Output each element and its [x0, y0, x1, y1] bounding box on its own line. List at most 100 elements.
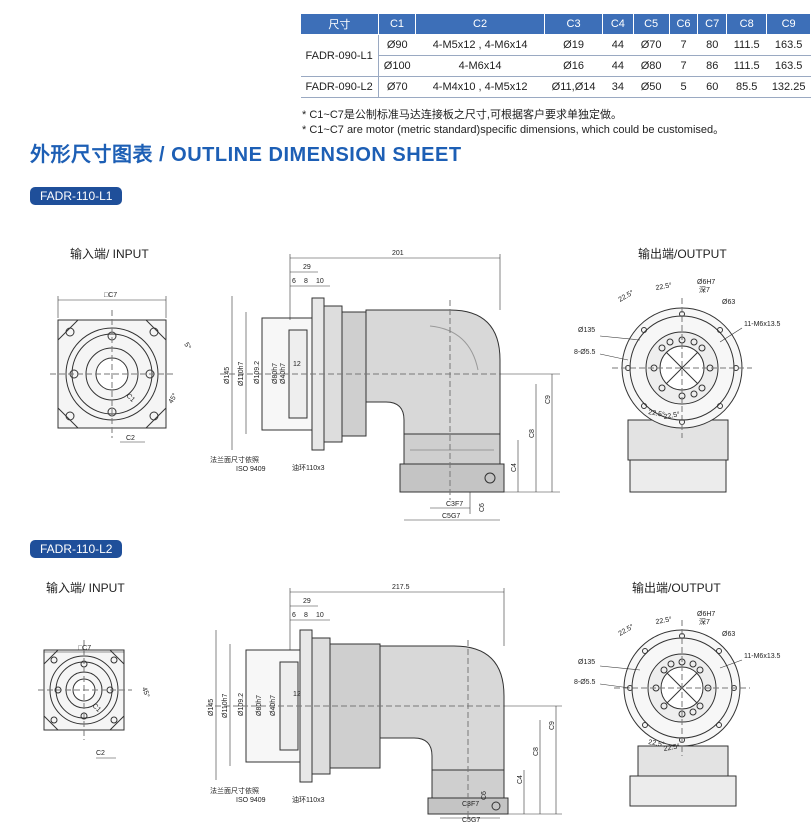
dim-angle-22-5-b: 22.5° [655, 281, 673, 292]
table-header-row: 尺寸 C1 C2 C3 C4 C5 C6 C7 C8 C9 [300, 13, 811, 35]
flange-note: 法兰面尺寸依照 [210, 455, 259, 464]
dim-m6: 11-M6x13.5 [744, 653, 781, 660]
dim-c9: C9 [545, 395, 552, 404]
note-english: * C1~C7 are motor (metric standard)speci… [302, 124, 725, 136]
table-cell: 163.5 [766, 34, 811, 56]
side-view-l2 [206, 588, 562, 820]
header-c3: C3 [543, 13, 604, 35]
dim-angle-22-5-a: 22.5° [617, 288, 635, 303]
header-c2: C2 [415, 13, 545, 35]
table-row: FADR-090-L2 Ø70 4-M4x10 , 4-M5x12 Ø11,Ø1… [300, 76, 811, 98]
dim-10: 10 [316, 278, 324, 285]
output-view-l1 [599, 298, 752, 493]
dim-c6: C6 [481, 791, 488, 800]
table-cell: Ø90 [378, 34, 416, 56]
dim-c4: C4 [517, 775, 524, 784]
dim-angle-22-5-b: 22.5° [655, 615, 673, 626]
dim-8: 8 [304, 612, 308, 619]
dim-c1: C1 [91, 702, 102, 713]
dim-phi109: Ø109.2 [254, 361, 261, 384]
page-title: 外形尺寸图表 / OUTLINE DIMENSION SHEET [30, 144, 462, 166]
table-cell: 85.5 [726, 76, 767, 98]
output-label-l1: 输出端/OUTPUT [638, 247, 727, 261]
dim-12: 12 [293, 361, 301, 368]
dim-phi80: Ø80h7 [256, 695, 263, 716]
table-cell: 4-M4x10 , 4-M5x12 [415, 76, 545, 98]
dim-angle-22-5-a: 22.5° [617, 622, 635, 637]
dim-c9: C9 [549, 721, 556, 730]
dim-phi135: Ø135 [578, 659, 595, 666]
table-cell: Ø11,Ø14 [544, 76, 603, 98]
table-cell: 111.5 [726, 55, 767, 77]
dim-c6: C6 [479, 503, 486, 512]
dim-overall: 201 [392, 250, 404, 257]
table-cell: Ø100 [378, 55, 416, 77]
table-cell: 80 [697, 34, 727, 56]
dim-phi63: Ø63 [722, 299, 735, 306]
dim-c2: C2 [126, 435, 135, 442]
table-cell: 44 [602, 34, 634, 56]
header-c7: C7 [697, 13, 728, 35]
table-cell: 44 [602, 55, 634, 77]
header-c9: C9 [766, 13, 811, 35]
dimension-labels-l1: □C7 5° 45° C1 C2 201 29 8 6 10 12 Ø145 Ø… [104, 250, 781, 520]
model-badge-l2: FADR-110-L2 [30, 540, 123, 558]
dim-angle-22-5-c: 22.5° [648, 408, 666, 419]
dim-phi40: Ø40h7 [270, 695, 277, 716]
header-c6: C6 [668, 13, 699, 35]
table-cell: Ø70 [633, 34, 670, 56]
dim-phi145: Ø145 [224, 367, 231, 384]
header-size: 尺寸 [300, 13, 379, 35]
table-cell: 5 [669, 76, 698, 98]
dim-6: 6 [292, 612, 296, 619]
dim-29: 29 [303, 264, 311, 271]
table-cell: 34 [602, 76, 634, 98]
dim-angle-22-5-d: 22.5° [663, 742, 681, 753]
dim-phi63: Ø63 [722, 631, 735, 638]
output-label-l2: 输出端/OUTPUT [632, 581, 721, 595]
dim-c8: C8 [533, 747, 540, 756]
table-cell: 132.25 [766, 76, 811, 98]
table-cell: Ø19 [544, 34, 603, 56]
side-view-l1 [220, 254, 560, 521]
dim-8: 8 [304, 278, 308, 285]
table-cell-model: FADR-090-L2 [300, 76, 379, 98]
oil-ring-note: 油环110x3 [292, 463, 325, 472]
dim-c2: C2 [96, 750, 105, 757]
dim-c8: C8 [529, 429, 536, 438]
dim-overall: 217.5 [392, 584, 410, 591]
dim-6: 6 [292, 278, 296, 285]
input-view-l1 [50, 296, 176, 443]
dim-10: 10 [316, 612, 324, 619]
table-cell: Ø80 [633, 55, 670, 77]
note-chinese: * C1~C7是公制标准马达连接板之尺寸,可根据客户要求单独定做。 [302, 109, 622, 121]
dim-c7: □C7 [78, 645, 91, 652]
flange-note: 法兰面尺寸依照 [210, 786, 259, 795]
table-cell-model: FADR-090-L1 [300, 34, 379, 77]
dim-c1: C1 [125, 392, 136, 403]
dim-deep: 深7 [699, 285, 710, 294]
dim-c4: C4 [511, 463, 518, 472]
table-cell: 4-M5x12 , 4-M6x14 [415, 34, 545, 56]
dim-phi135: Ø135 [578, 327, 595, 334]
iso-note: ISO 9409 [236, 797, 266, 804]
table-cell: 60 [697, 76, 727, 98]
oil-ring-note: 油环110x3 [292, 795, 325, 804]
table-cell: 7 [669, 34, 698, 56]
dim-12: 12 [293, 691, 301, 698]
header-c8: C8 [726, 13, 768, 35]
output-view-l2 [599, 620, 750, 807]
dim-29: 29 [303, 598, 311, 605]
table-cell: 4-M6x14 [415, 55, 545, 77]
dim-phi110: Ø110h7 [238, 362, 245, 386]
header-c4: C4 [602, 13, 634, 35]
dim-angle-5: 5° [182, 341, 192, 351]
input-label-l2: 输入端/ INPUT [46, 581, 125, 595]
dim-phi6: Ø6H7 [697, 611, 715, 618]
input-view-l2 [38, 640, 132, 759]
table-row: FADR-090-L1 Ø90 4-M5x12 , 4-M6x14 Ø19 44… [300, 34, 811, 77]
table-cell: Ø70 [378, 76, 416, 98]
dim-phi40: Ø40h7 [280, 363, 287, 384]
table-row: Ø100 4-M6x14 Ø16 44 Ø80 7 86 111.5 163.5 [301, 55, 811, 77]
dim-c3: C3F7 [462, 801, 479, 808]
